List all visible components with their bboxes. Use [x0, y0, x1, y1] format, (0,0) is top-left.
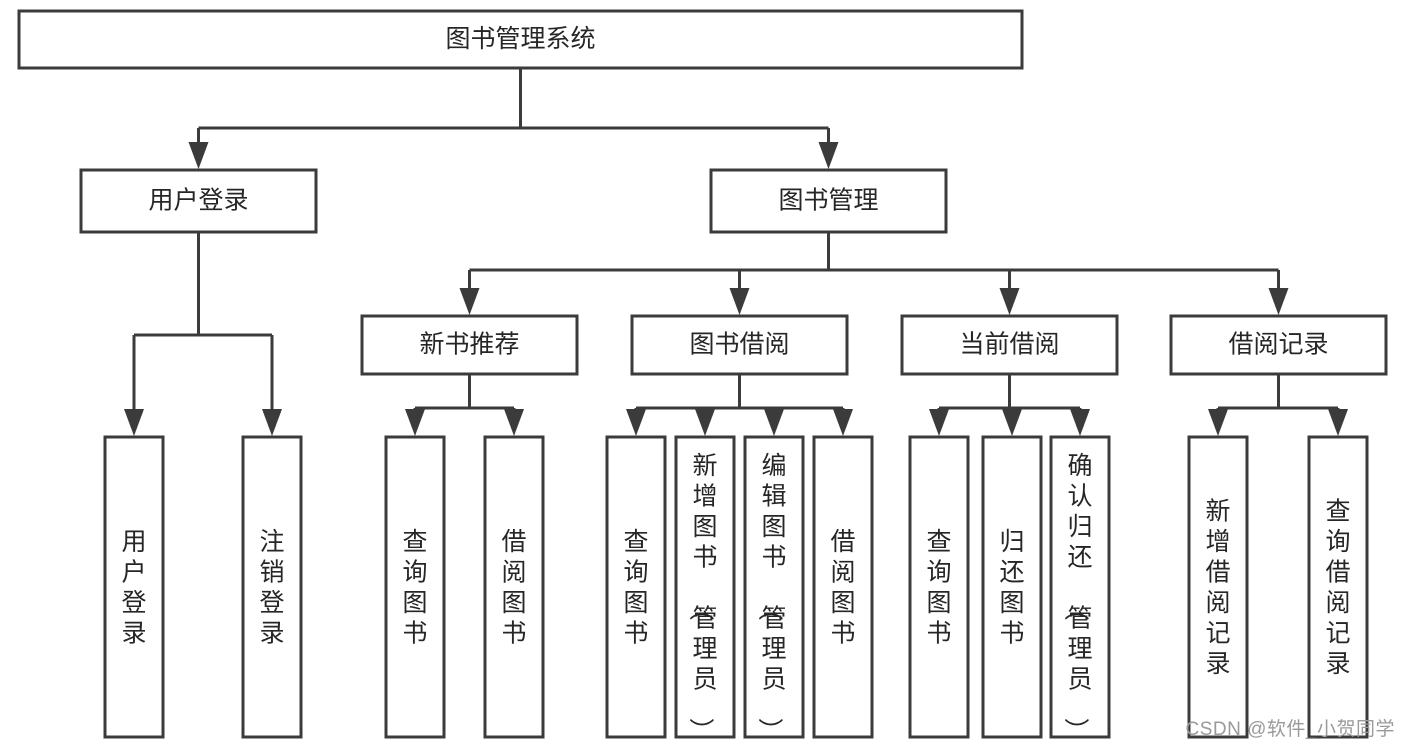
- node-label: 当前借阅: [959, 331, 1059, 359]
- flow-node-leaf8[interactable]: 借阅图书: [812, 435, 874, 739]
- arrow-head-icon: [729, 288, 750, 315]
- node-box: [1307, 435, 1369, 739]
- arrow-head-icon: [1328, 409, 1348, 436]
- connector-layer: [124, 68, 1348, 436]
- node-label: 图书借阅: [689, 331, 789, 359]
- flow-node-newbook[interactable]: 新书推荐: [360, 314, 579, 376]
- node-label: 图书管理系统: [445, 25, 595, 53]
- node-box: [630, 314, 849, 376]
- flow-node-leaf12[interactable]: 新增借阅记录: [1187, 435, 1249, 739]
- arrow-head-icon: [999, 288, 1020, 315]
- arrow-head-icon: [1002, 409, 1022, 436]
- arrow-head-icon: [818, 142, 839, 169]
- node-box: [605, 435, 667, 739]
- node-layer: 图书管理系统用户登录图书管理新书推荐图书借阅当前借阅借阅记录用户登录注销登录查询…: [17, 9, 1388, 743]
- node-box: [743, 435, 805, 739]
- node-label: 图书管理: [778, 187, 878, 215]
- node-box: [674, 435, 736, 739]
- arrow-head-icon: [1268, 288, 1289, 315]
- node-label: 查询图书: [926, 528, 951, 648]
- flow-node-borrow[interactable]: 图书借阅: [630, 314, 849, 376]
- arrow-head-icon: [833, 409, 853, 436]
- node-label: 查询图书: [623, 528, 648, 648]
- node-box: [103, 435, 165, 739]
- flow-node-leaf2[interactable]: 注销登录: [241, 435, 303, 739]
- arrow-head-icon: [1070, 409, 1090, 436]
- node-label: 查询图书: [402, 528, 427, 648]
- node-box: [483, 435, 545, 739]
- node-box: [384, 435, 446, 739]
- node-label: 新书推荐: [419, 331, 519, 359]
- node-label: 新增图书（管理员）: [686, 452, 717, 743]
- node-label: 编辑图书（管理员）: [755, 452, 786, 743]
- node-box: [709, 168, 948, 234]
- node-box: [241, 435, 303, 739]
- flow-node-leaf13[interactable]: 查询借阅记录: [1307, 435, 1369, 739]
- flow-node-leaf11[interactable]: 确认归还（管理员）: [1049, 435, 1111, 743]
- node-label: 归还图书: [999, 528, 1024, 648]
- node-label: 新增借阅记录: [1205, 498, 1230, 679]
- arrow-head-icon: [262, 409, 282, 436]
- flow-node-bookmgmt[interactable]: 图书管理: [709, 168, 948, 234]
- csdn-watermark: CSDN @软件_小贺同学: [1185, 719, 1395, 740]
- node-box: [908, 435, 970, 739]
- arrow-head-icon: [929, 409, 949, 436]
- node-label: 查询借阅记录: [1325, 498, 1350, 679]
- node-box: [79, 168, 318, 234]
- flow-node-login[interactable]: 用户登录: [79, 168, 318, 234]
- node-label: 用户登录: [121, 528, 146, 648]
- flow-node-leaf5[interactable]: 查询图书: [605, 435, 667, 739]
- flow-node-leaf3[interactable]: 查询图书: [384, 435, 446, 739]
- flow-node-records[interactable]: 借阅记录: [1169, 314, 1388, 376]
- node-label: 借阅图书: [830, 528, 855, 648]
- arrow-head-icon: [695, 409, 715, 436]
- flow-node-current[interactable]: 当前借阅: [900, 314, 1119, 376]
- arrow-head-icon: [124, 409, 144, 436]
- node-box: [900, 314, 1119, 376]
- arrow-head-icon: [188, 142, 209, 169]
- node-box: [360, 314, 579, 376]
- flow-node-leaf6[interactable]: 新增图书（管理员）: [674, 435, 736, 743]
- flow-node-root[interactable]: 图书管理系统: [17, 9, 1024, 70]
- arrow-head-icon: [459, 288, 480, 315]
- flow-node-leaf10[interactable]: 归还图书: [981, 435, 1043, 739]
- node-box: [981, 435, 1043, 739]
- node-label: 注销登录: [259, 528, 284, 648]
- arrow-head-icon: [626, 409, 646, 436]
- arrow-head-icon: [1208, 409, 1228, 436]
- node-label: 借阅记录: [1228, 331, 1328, 359]
- flow-node-leaf1[interactable]: 用户登录: [103, 435, 165, 739]
- arrow-head-icon: [764, 409, 784, 436]
- node-box: [1187, 435, 1249, 739]
- node-label: 确认归还（管理员）: [1061, 452, 1092, 743]
- flow-node-leaf7[interactable]: 编辑图书（管理员）: [743, 435, 805, 743]
- node-box: [1049, 435, 1111, 739]
- flow-node-leaf4[interactable]: 借阅图书: [483, 435, 545, 739]
- node-label: 借阅图书: [501, 528, 526, 648]
- arrow-head-icon: [405, 409, 425, 436]
- node-box: [812, 435, 874, 739]
- node-label: 用户登录: [148, 187, 248, 215]
- node-box: [17, 9, 1024, 70]
- flow-node-leaf9[interactable]: 查询图书: [908, 435, 970, 739]
- arrow-head-icon: [504, 409, 524, 436]
- node-box: [1169, 314, 1388, 376]
